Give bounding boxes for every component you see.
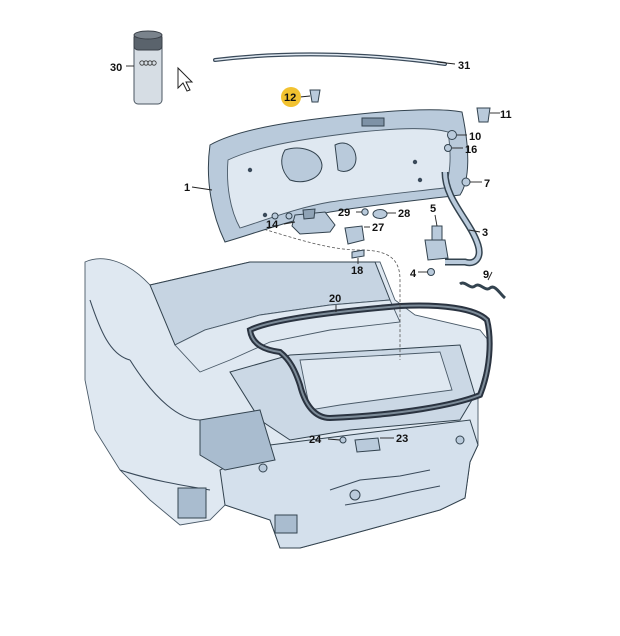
callout-28: 29: [338, 207, 350, 219]
leader-lines: [126, 61, 500, 441]
trunk-seal: [246, 302, 493, 422]
callout-5: 5: [430, 203, 436, 215]
bolt-7: [461, 177, 471, 187]
hinge-bracket: [431, 225, 443, 241]
hinge-mount: [424, 239, 449, 261]
callout-20: 20: [329, 293, 341, 305]
callout-12: 12: [284, 92, 296, 104]
callout-4: 4: [410, 268, 417, 280]
trunk-lid: [207, 109, 469, 243]
callout-9: 9: [483, 269, 489, 281]
callout-31: 31: [458, 60, 470, 72]
bolt-28: [361, 208, 369, 216]
bolt-24: [339, 436, 347, 444]
cable-route: [249, 224, 401, 360]
mouse-pointer-icon: [177, 66, 194, 92]
callout-11: 11: [500, 109, 512, 121]
callout-14: 14: [266, 219, 279, 231]
grommet-29: [372, 209, 388, 219]
callout-1: 1: [184, 182, 190, 194]
bolt-4: [427, 268, 435, 276]
callout-24: 24: [309, 434, 322, 446]
car-body: [84, 258, 493, 549]
spring: [459, 281, 507, 300]
striker-23: [354, 437, 381, 453]
callout-3: 3: [482, 227, 488, 239]
callout-18: 18: [351, 265, 363, 277]
callout-10: 10: [469, 131, 481, 143]
grommet-10: [447, 130, 457, 140]
hinge-arm: [441, 171, 483, 267]
callout-30: 30: [110, 62, 122, 74]
actuator-27: [344, 225, 365, 245]
callout-23: 23: [396, 433, 408, 445]
clip-11: [476, 107, 491, 123]
callout-7: 7: [484, 178, 490, 190]
lock-14: [271, 208, 336, 235]
callout-16: 16: [465, 144, 477, 156]
callout-labels: 30 31 12 11 10 16 7 1 5 3 4 9 29 28 14 2…: [110, 60, 512, 446]
cable-clip-18: [351, 249, 365, 259]
callout-29: 28: [398, 208, 410, 220]
callout-27: 27: [372, 222, 384, 234]
plug-12: [309, 89, 321, 103]
callout-12-highlight: [281, 87, 301, 107]
sealant-can-icon: [133, 30, 163, 105]
screw-16: [444, 144, 452, 152]
